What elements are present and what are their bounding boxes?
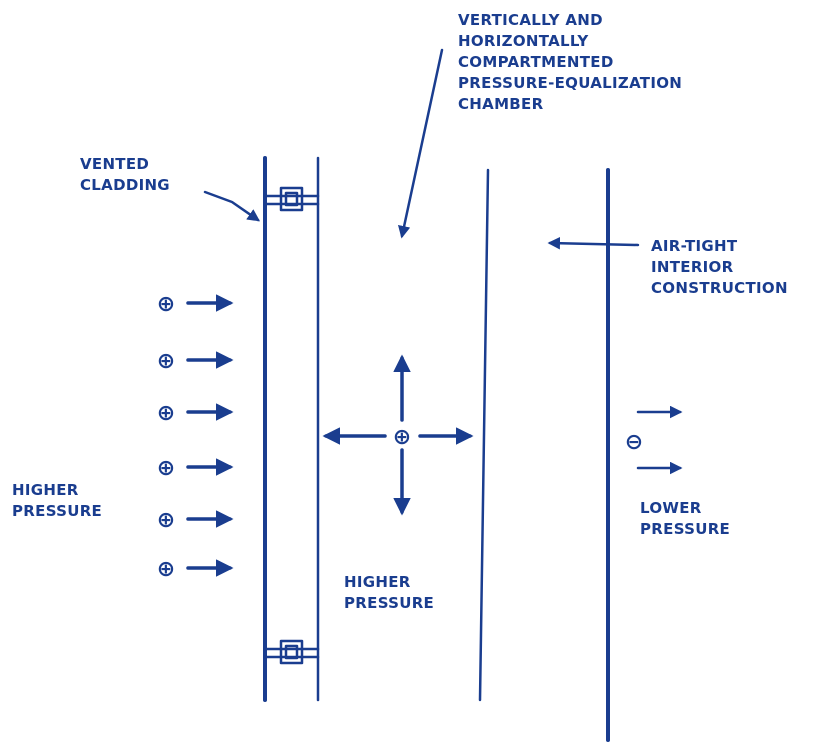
chamber-leader-arrow <box>397 48 444 239</box>
chamber-back-line <box>478 168 490 702</box>
interior-leader-arrow <box>547 236 640 250</box>
plus-symbol: ⊕ <box>157 401 175 426</box>
top-vent-joint <box>263 186 320 212</box>
plus-symbol: ⊕ <box>157 508 175 533</box>
cladding-label: VENTED CLADDING <box>80 155 170 194</box>
chamber-plus-symbol: ⊕ <box>393 425 411 450</box>
inside-pressure-label: LOWER PRESSURE <box>640 499 731 538</box>
plus-symbol: ⊕ <box>157 557 175 582</box>
inside-pressure-arrows <box>636 405 683 475</box>
chamber-label: VERTICALLY AND HORIZONTALLY COMPARTMENTE… <box>458 11 683 113</box>
interior-label: AIR-TIGHT INTERIOR CONSTRUCTION <box>651 237 788 297</box>
chamber-pressure-arrows <box>322 354 474 516</box>
plus-symbol: ⊕ <box>157 456 175 481</box>
cladding-leader-arrow <box>203 190 261 222</box>
minus-symbol: ⊖ <box>625 430 643 455</box>
plus-symbol: ⊕ <box>157 292 175 317</box>
plus-symbol: ⊕ <box>157 349 175 374</box>
bottom-vent-joint <box>263 639 320 665</box>
chamber-pressure-label: HIGHER PRESSURE <box>344 573 435 612</box>
outside-pressure-label: HIGHER PRESSURE <box>12 481 103 520</box>
outside-pressure-arrows <box>186 294 234 577</box>
